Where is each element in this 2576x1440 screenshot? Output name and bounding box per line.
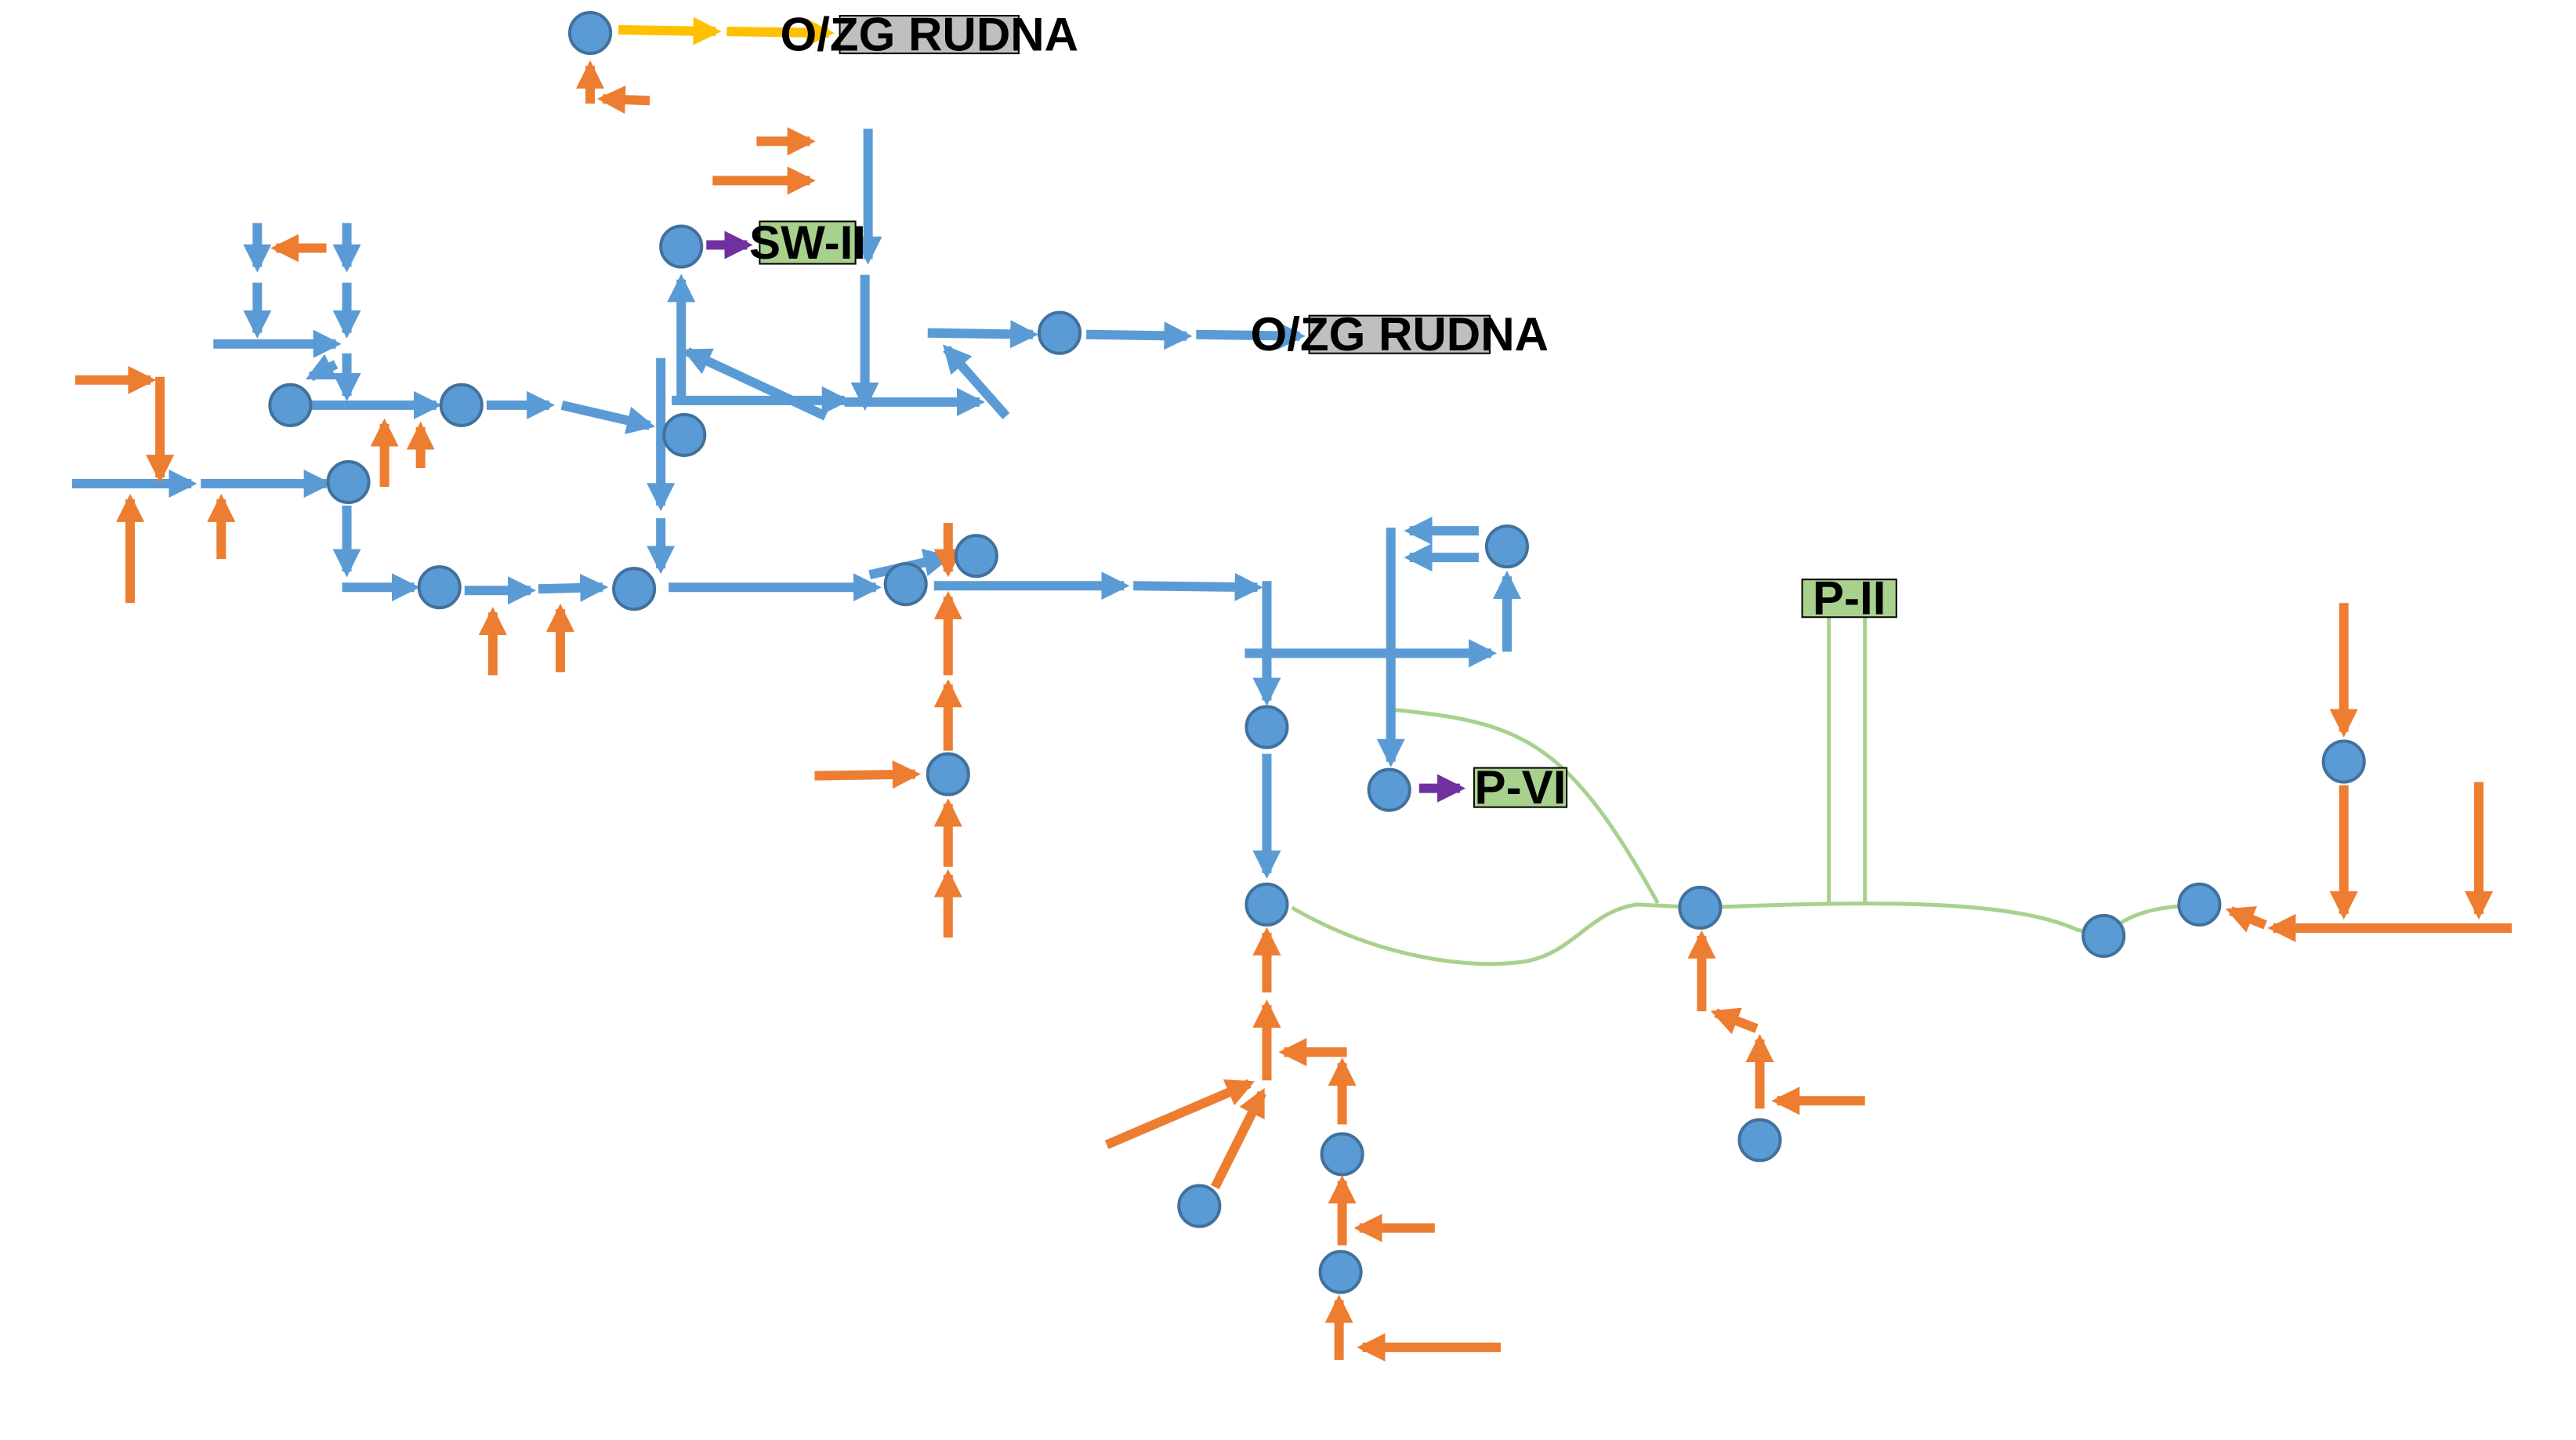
junction-node	[1318, 1250, 1363, 1294]
label-box-rudna-mid: O/ZG RUDNA	[1250, 308, 1548, 361]
pipe-from-north	[1393, 707, 1660, 905]
label-box-p6: P-VI	[1473, 761, 1568, 814]
p6-label: P-VI	[1475, 761, 1567, 814]
junction-node	[1320, 1132, 1364, 1177]
junction-node	[883, 562, 928, 607]
junction-node	[2177, 882, 2222, 927]
orange-flow	[2225, 906, 2267, 933]
junction-nodes	[268, 11, 2366, 1294]
pipe-east	[1700, 901, 2104, 938]
junction-node	[1678, 885, 1723, 930]
blue-flow	[538, 573, 609, 602]
junction-node	[1245, 705, 1289, 749]
rudna-mid-label: O/ZG RUDNA	[1250, 308, 1548, 361]
orange-flow	[1710, 1007, 1759, 1035]
sw2-label: SW-II	[749, 216, 866, 269]
blue-flows	[71, 129, 1521, 880]
yellow-flow	[726, 18, 835, 47]
orange-flow	[596, 85, 650, 114]
junction-node	[417, 565, 462, 610]
junction-node	[1484, 524, 1530, 569]
blue-flow	[1196, 321, 1306, 350]
p2-label: P-II	[1813, 572, 1886, 625]
orange-flow	[1210, 1087, 1266, 1190]
junction-node	[926, 752, 970, 796]
junction-node	[1037, 310, 1082, 355]
green-pipelines	[1291, 617, 2200, 967]
junction-node	[268, 383, 313, 427]
blue-flow	[1133, 572, 1263, 601]
junction-node	[439, 383, 484, 427]
rudna-top-label: O/ZG RUDNA	[781, 9, 1078, 61]
blue-flow	[927, 320, 1039, 349]
label-box-sw2: SW-II	[749, 216, 866, 269]
yellow-flow	[618, 16, 722, 45]
junction-node	[1367, 767, 1411, 812]
blue-flow	[560, 400, 656, 434]
junction-node	[2321, 739, 2366, 784]
blue-flow	[306, 354, 339, 382]
junction-node	[1737, 1118, 1782, 1163]
label-box-rudna-top: O/ZG RUDNA	[781, 9, 1078, 61]
blue-flow	[943, 344, 1010, 419]
junction-node	[612, 567, 657, 611]
outlet-flows	[618, 16, 1466, 803]
junction-node	[1245, 882, 1289, 927]
pipe-to-west	[1291, 902, 1701, 967]
orange-flows	[74, 60, 2513, 1362]
junction-node	[954, 534, 998, 579]
orange-flow	[814, 760, 921, 789]
orange-flow	[1104, 1079, 1255, 1149]
junction-node	[662, 412, 707, 457]
blue-flow	[1085, 321, 1193, 350]
junction-node	[659, 224, 704, 269]
junction-node	[567, 11, 613, 56]
junction-node	[2081, 913, 2126, 958]
junction-node	[326, 459, 371, 505]
blue-flow	[682, 347, 828, 421]
junction-node	[1177, 1184, 1222, 1228]
label-box-p2: P-II	[1801, 572, 1897, 625]
